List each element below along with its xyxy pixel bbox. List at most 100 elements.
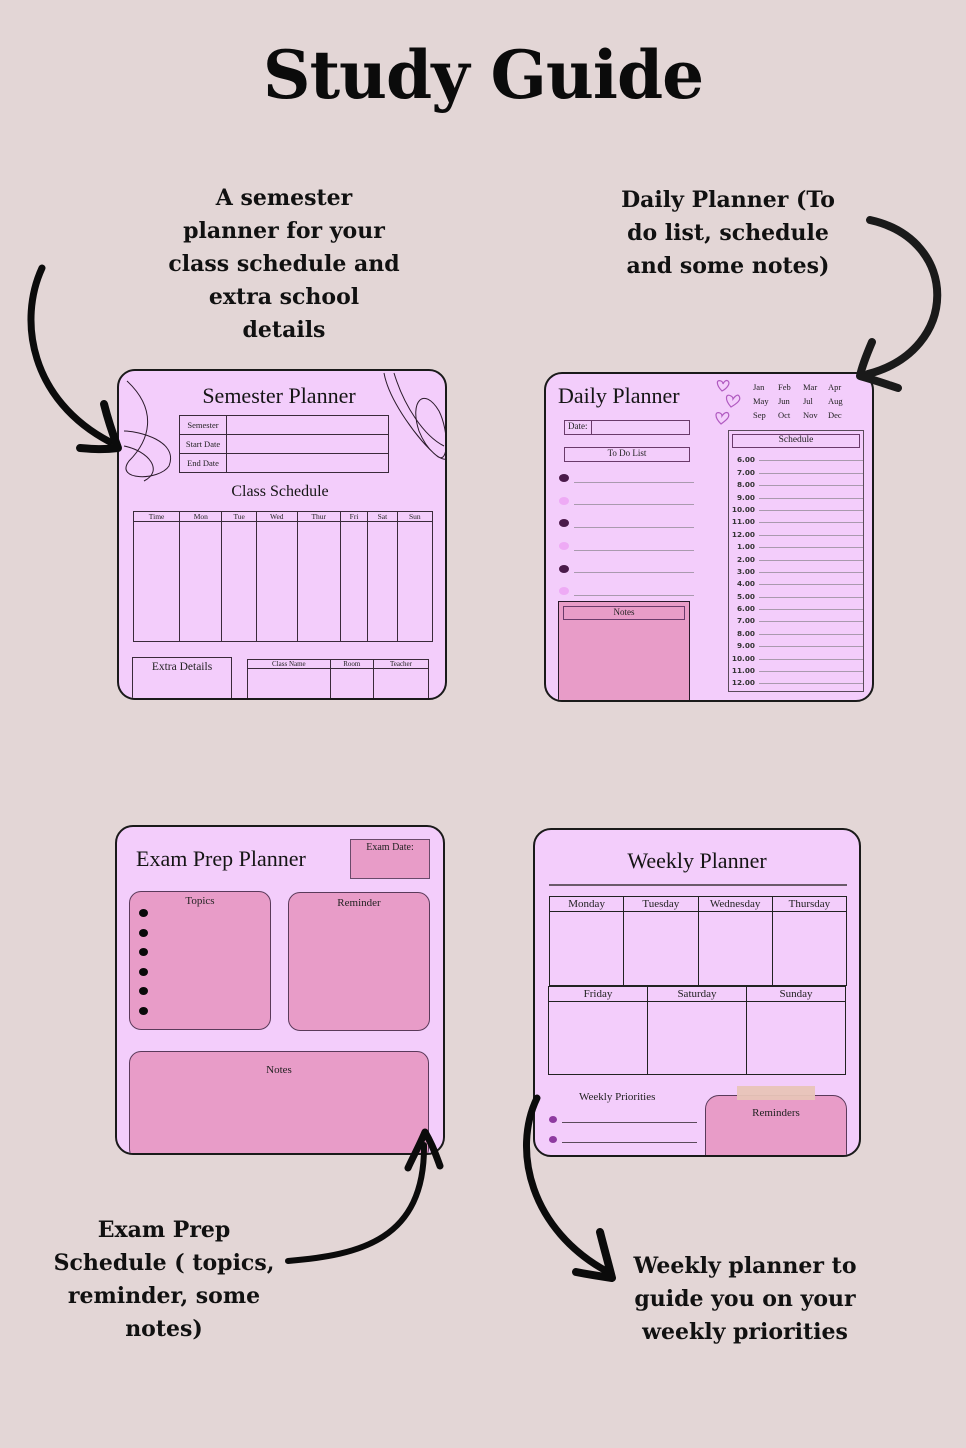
time-slot[interactable]: 11.00 <box>731 663 863 675</box>
daily-planner-card: Daily Planner Jan Feb Mar Apr May Jun Ju… <box>544 372 874 702</box>
todo-item[interactable] <box>559 557 694 580</box>
time-slot[interactable]: 10.00 <box>731 502 863 514</box>
todo-line <box>574 572 694 574</box>
schedule-cell[interactable] <box>179 521 223 642</box>
todo-line <box>574 504 694 506</box>
day-cell[interactable] <box>548 1001 648 1075</box>
exam-date-box[interactable]: Exam Date: <box>350 839 430 879</box>
schedule-cell[interactable] <box>221 521 257 642</box>
priority-item[interactable] <box>549 1116 697 1123</box>
time-label: 11.00 <box>731 666 755 676</box>
exam-date-label: Exam Date: <box>366 842 414 853</box>
time-slot[interactable]: 4.00 <box>731 576 863 588</box>
todo-item[interactable] <box>559 467 694 490</box>
topics-box[interactable]: Topics <box>129 891 271 1030</box>
time-line <box>759 460 863 462</box>
todo-item[interactable] <box>559 535 694 558</box>
time-slot[interactable]: 8.00 <box>731 477 863 489</box>
day-cell[interactable] <box>697 911 773 986</box>
time-slot[interactable]: 7.00 <box>731 613 863 625</box>
time-line <box>759 571 863 573</box>
time-slot[interactable]: 11.00 <box>731 514 863 526</box>
time-line <box>759 646 863 648</box>
schedule-time-list: 6.00 7.00 8.00 9.00 10.00 11.00 12.00 1.… <box>729 452 863 687</box>
month-item[interactable]: Feb <box>778 382 791 392</box>
month-item[interactable]: Nov <box>803 410 818 420</box>
arrow-weekly-icon <box>523 1094 616 1282</box>
reminder-label: Reminder <box>337 897 381 909</box>
class-cell[interactable] <box>247 668 331 698</box>
todo-item[interactable] <box>559 490 694 513</box>
time-label: 5.00 <box>736 591 755 601</box>
class-cell[interactable] <box>329 668 374 698</box>
month-item[interactable]: Jan <box>753 382 765 392</box>
tape-decoration <box>737 1086 815 1100</box>
time-line <box>759 547 863 549</box>
time-slot[interactable]: 7.00 <box>731 464 863 477</box>
arrow-exam-icon <box>285 1128 444 1264</box>
todo-line <box>574 526 694 528</box>
day-header: Sunday <box>746 986 846 1002</box>
day-cell[interactable] <box>771 911 848 986</box>
time-slot[interactable]: 1.00 <box>731 539 863 551</box>
day-header: Wednesday <box>697 896 773 912</box>
month-item[interactable]: Apr <box>828 382 842 392</box>
month-grid: Jan Feb Mar Apr May Jun Jul Aug Sep Oct … <box>753 382 853 420</box>
schedule-cell[interactable] <box>396 521 434 642</box>
time-slot[interactable]: 5.00 <box>731 588 863 601</box>
todo-item[interactable] <box>559 580 694 603</box>
date-field[interactable]: Date: <box>564 420 690 435</box>
class-cell[interactable] <box>372 668 430 698</box>
day-cell[interactable] <box>746 1001 846 1075</box>
extra-details-label: Extra Details <box>151 661 213 673</box>
month-item[interactable]: Aug <box>828 396 843 406</box>
time-slot[interactable]: 9.00 <box>731 638 863 650</box>
month-item[interactable]: Jul <box>803 396 813 406</box>
time-line <box>759 522 863 524</box>
time-label: 8.00 <box>736 480 755 490</box>
exam-notes-box[interactable]: Notes <box>129 1051 429 1153</box>
month-item[interactable]: Sep <box>753 410 766 420</box>
weekly-planner-title: Weekly Planner <box>627 848 767 873</box>
time-label: 3.00 <box>736 566 755 576</box>
time-slot[interactable]: 6.00 <box>731 452 863 464</box>
month-item[interactable]: Jun <box>778 396 790 406</box>
arrow-daily-icon <box>856 216 942 392</box>
arrow-semester-icon <box>27 264 122 454</box>
time-slot[interactable]: 3.00 <box>731 564 863 576</box>
time-label: 2.00 <box>736 554 755 564</box>
time-slot[interactable]: 9.00 <box>731 489 863 502</box>
day-cell[interactable] <box>548 911 625 986</box>
time-line <box>759 609 863 611</box>
reminder-box[interactable]: Reminder <box>288 892 430 1031</box>
time-line <box>759 584 863 586</box>
bullet-light-icon <box>559 542 569 551</box>
time-slot[interactable]: 2.00 <box>731 551 863 564</box>
month-item[interactable]: Mar <box>803 382 818 392</box>
schedule-cell[interactable] <box>255 521 298 642</box>
time-slot[interactable]: 8.00 <box>731 625 863 638</box>
time-slot[interactable]: 12.00 <box>731 675 863 687</box>
month-item[interactable]: May <box>753 396 769 406</box>
hearts-decoration-icon <box>715 379 741 425</box>
class-schedule-title: Class Schedule <box>231 483 329 500</box>
notes-box[interactable]: Notes <box>558 601 690 700</box>
end-date-field-input[interactable] <box>226 453 389 473</box>
topics-label: Topics <box>185 895 215 907</box>
month-item[interactable]: Dec <box>828 410 842 420</box>
month-item[interactable]: Oct <box>778 410 791 420</box>
schedule-cell[interactable] <box>296 521 341 642</box>
time-line <box>759 596 863 598</box>
priority-item[interactable] <box>549 1136 697 1143</box>
extra-details-box[interactable]: Extra Details <box>132 657 232 698</box>
schedule-cell[interactable] <box>339 521 369 642</box>
bullet-purple-icon <box>549 1136 557 1143</box>
time-slot[interactable]: 6.00 <box>731 601 863 613</box>
day-cell[interactable] <box>647 1001 747 1075</box>
time-slot[interactable]: 12.00 <box>731 526 863 539</box>
class-schedule-table: Time Mon Tue Wed Thur Fri Sat Sun <box>132 511 434 642</box>
time-line <box>759 621 863 623</box>
todo-item[interactable] <box>559 512 694 535</box>
time-slot[interactable]: 10.00 <box>731 650 863 663</box>
bullet-icon <box>139 987 148 995</box>
